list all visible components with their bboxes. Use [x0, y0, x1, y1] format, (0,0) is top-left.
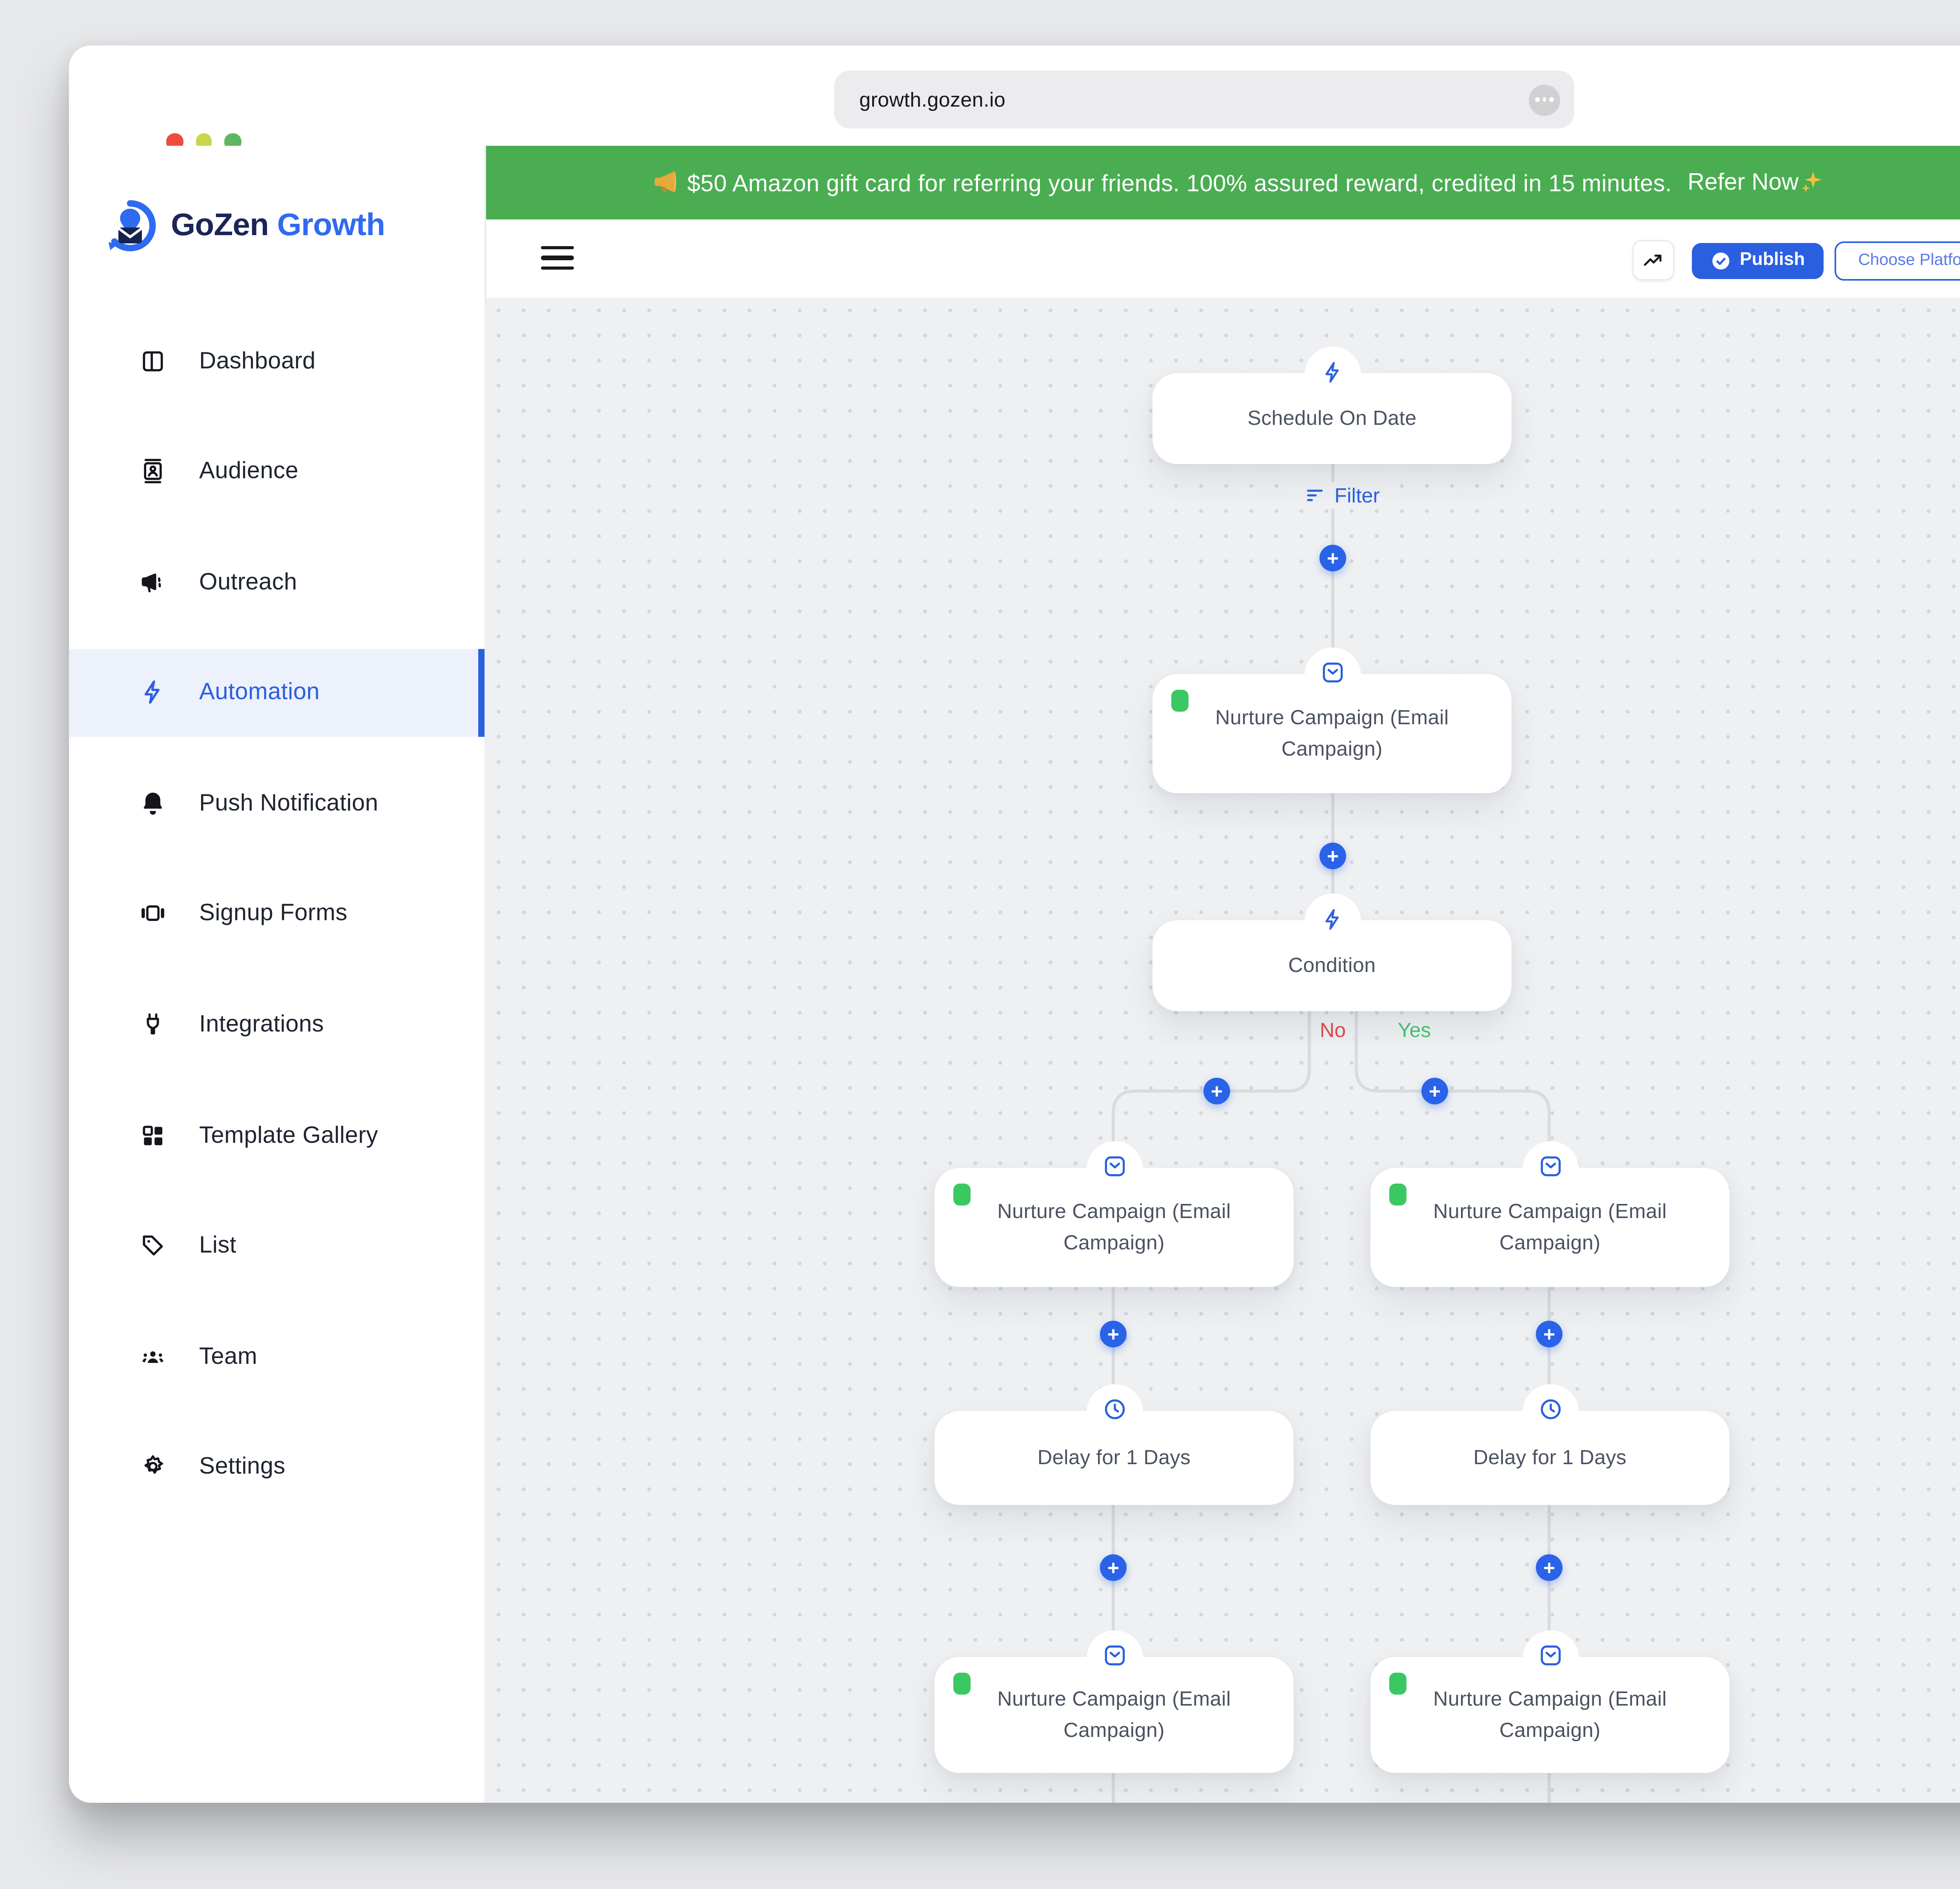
bell-icon — [138, 789, 166, 818]
refer-now-link[interactable]: Refer Now — [1688, 169, 1824, 196]
signup-forms-icon — [138, 900, 166, 928]
sidebar-item-integrations[interactable]: Integrations — [69, 981, 485, 1068]
condition-no-label: No — [1313, 1018, 1352, 1042]
analytics-button[interactable] — [1632, 240, 1674, 281]
add-step-button[interactable]: + — [1319, 545, 1346, 571]
status-badge — [1171, 690, 1189, 712]
trigger-node[interactable]: Schedule On Date — [1152, 362, 1512, 464]
brand-logo: GoZen Growth — [102, 198, 385, 254]
condition-node[interactable]: Condition — [1152, 909, 1512, 1011]
gozen-logo-icon — [108, 200, 156, 252]
dashboard-icon — [138, 346, 166, 375]
trending-up-icon — [1644, 254, 1662, 266]
lightning-icon — [1320, 906, 1344, 941]
sidebar-item-automation[interactable]: Automation — [69, 649, 485, 737]
lightning-icon — [1320, 359, 1344, 393]
sidebar-item-template-gallery[interactable]: Template Gallery — [69, 1091, 485, 1179]
delay-node[interactable]: Delay for 1 Days — [1370, 1399, 1730, 1505]
add-step-button[interactable]: + — [1203, 1078, 1230, 1104]
browser-window: growth.gozen.io GoZen Growth — [69, 45, 1960, 1803]
publish-button[interactable]: Publish — [1691, 242, 1824, 278]
sidebar-item-push-notification[interactable]: Push Notification — [69, 760, 485, 847]
window-controls — [166, 133, 241, 150]
campaign-node[interactable]: Nurture Campaign (Email Campaign) — [935, 1156, 1294, 1287]
sidebar-item-settings[interactable]: Settings — [69, 1423, 485, 1511]
status-badge — [1389, 1673, 1406, 1695]
megaphone-outline-icon — [138, 568, 166, 596]
add-step-button[interactable]: + — [1421, 1078, 1448, 1104]
sidebar-item-outreach[interactable]: Outreach — [69, 538, 485, 626]
url-text: growth.gozen.io — [859, 88, 1006, 111]
sidebar-item-list[interactable]: List — [69, 1202, 485, 1290]
clock-icon — [1102, 1397, 1127, 1430]
hamburger-icon[interactable] — [541, 241, 574, 274]
megaphone-icon — [655, 171, 676, 192]
url-bar[interactable]: growth.gozen.io — [834, 71, 1574, 129]
browser-chrome: growth.gozen.io — [69, 45, 1960, 150]
clock-icon — [1537, 1397, 1563, 1430]
add-step-button[interactable]: + — [1100, 1321, 1127, 1347]
status-badge — [1389, 1184, 1406, 1206]
gear-icon — [138, 1453, 166, 1481]
sidebar: GoZen Growth Dashboard Audience — [69, 146, 486, 1803]
mail-icon — [1102, 1154, 1127, 1187]
sparkles-icon — [1801, 171, 1822, 193]
banner-text: $50 Amazon gift card for referring your … — [652, 168, 1672, 198]
delay-node[interactable]: Delay for 1 Days — [935, 1399, 1294, 1505]
sidebar-item-signup-forms[interactable]: Signup Forms — [69, 870, 485, 958]
status-badge — [953, 1184, 971, 1206]
filter-icon — [1307, 489, 1323, 501]
campaign-node[interactable]: Nurture Campaign (Email Campaign) — [1152, 662, 1512, 793]
add-step-button[interactable]: + — [1536, 1321, 1563, 1347]
add-step-button[interactable]: + — [1100, 1554, 1127, 1581]
condition-yes-label: Yes — [1391, 1018, 1437, 1042]
plug-icon — [138, 1010, 166, 1039]
sidebar-item-dashboard[interactable]: Dashboard — [69, 317, 485, 404]
workflow-toolbar: Publish Choose Platform - GoZen Email Ou… — [486, 219, 1960, 298]
add-step-button[interactable]: + — [1319, 843, 1346, 869]
mail-icon — [1537, 1643, 1563, 1676]
team-icon — [138, 1342, 166, 1371]
mail-icon — [1319, 660, 1345, 693]
check-circle-icon — [1711, 252, 1729, 269]
ellipsis-icon[interactable] — [1529, 84, 1560, 115]
main-area: $50 Amazon gift card for referring your … — [486, 146, 1960, 1803]
tag-icon — [138, 1232, 166, 1260]
status-badge — [953, 1673, 971, 1695]
add-step-button[interactable]: + — [1536, 1554, 1563, 1581]
choose-platform-dropdown[interactable]: Choose Platform - GoZen Email Outreach — [1835, 241, 1960, 280]
referral-banner: $50 Amazon gift card for referring your … — [486, 146, 1960, 219]
sidebar-item-team[interactable]: Team — [69, 1313, 485, 1400]
sidebar-item-audience[interactable]: Audience — [69, 427, 485, 515]
filter-control[interactable]: Filter — [1297, 482, 1388, 509]
campaign-node[interactable]: Nurture Campaign (Email Campaign) — [1370, 1156, 1730, 1287]
mail-icon — [1537, 1154, 1563, 1187]
campaign-node[interactable]: Nurture Campaign (Email Campaign) — [1370, 1645, 1730, 1773]
lightning-icon — [138, 678, 166, 707]
audience-icon — [138, 457, 166, 485]
mail-icon — [1102, 1643, 1127, 1676]
grid-icon — [138, 1121, 166, 1149]
brand-name: GoZen Growth — [171, 208, 385, 242]
connector-lines — [1112, 459, 1551, 1803]
campaign-node[interactable]: Nurture Campaign (Email Campaign) — [935, 1645, 1294, 1773]
workflow-canvas[interactable]: Schedule On Date Filter + Nurt — [486, 298, 1960, 1803]
sidebar-nav: Dashboard Audience Outreach — [69, 317, 485, 1534]
